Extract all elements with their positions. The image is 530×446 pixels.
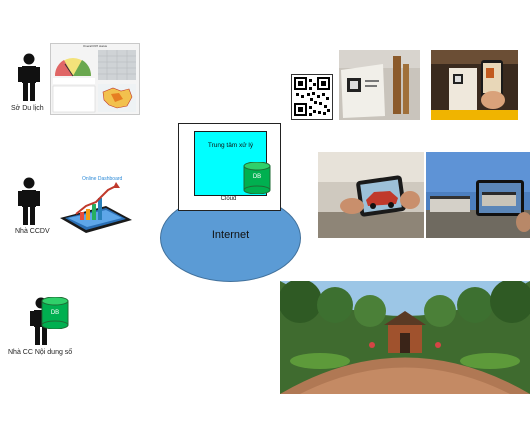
online-dashboard-label: Online Dashboard xyxy=(82,176,123,182)
photo-ar-phone-car xyxy=(318,152,424,238)
actor-label-content-provider: Nhà CC Nội dung số xyxy=(8,349,73,356)
dashboard-title: Overall KPI status xyxy=(82,44,107,48)
database-label-content-provider: DB xyxy=(50,310,60,316)
qr-code-icon xyxy=(291,74,333,120)
database-icon-center: DB xyxy=(243,161,271,199)
processing-center-label: Trung tâm xử lý xyxy=(207,142,254,149)
photo-phone-scan xyxy=(431,50,518,120)
database-label-center: DB xyxy=(252,174,262,180)
photo-qr-sign xyxy=(339,50,420,120)
photo-ar-tablet-building xyxy=(426,152,530,238)
cloud-label: Cloud xyxy=(220,196,237,202)
person-icon-tourism xyxy=(18,53,40,101)
tablet-dashboard-illustration: Online Dashboard xyxy=(56,176,134,234)
photo-panorama-temple xyxy=(278,279,530,394)
actor-label-service-provider: Nhà CCDV xyxy=(15,228,50,235)
kpi-dashboard-thumbnail: Overall KPI status xyxy=(50,43,140,115)
database-icon-content-provider: DB xyxy=(41,296,69,334)
person-icon-service-provider xyxy=(18,177,40,225)
actor-label-tourism: Sở Du lịch xyxy=(11,105,44,112)
internet-label: Internet xyxy=(211,229,250,241)
